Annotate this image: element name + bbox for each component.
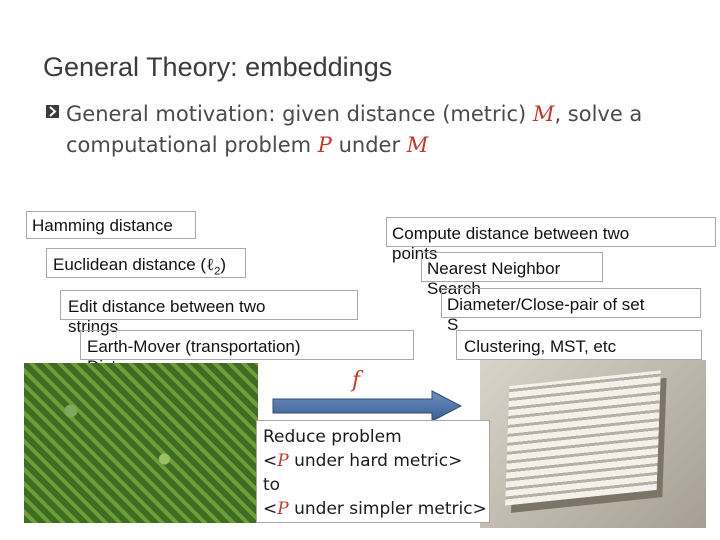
problem-symbol: P [318, 133, 332, 157]
nearest-neighbor-label-1: Nearest Neighbor [427, 259, 602, 279]
compute-distance-label-1: Compute distance between two [392, 224, 715, 244]
metric-symbol-2: M [407, 133, 429, 157]
earth-mover-box: Earth-Mover (transportation) Distance [80, 330, 414, 360]
reduce-line-3: to [263, 473, 489, 497]
arrow-right-icon [272, 390, 462, 422]
euclidean-distance-box: Euclidean distance (ℓ2) [46, 248, 246, 278]
chevron-right-icon [46, 105, 59, 118]
reduce-problem-box: Reduce problem <P under hard metric> to … [256, 420, 490, 523]
nearest-neighbor-box: Nearest Neighbor Search [421, 252, 603, 282]
diameter-label-1: Diameter/Close-pair of set [447, 295, 700, 315]
model-maze-photo [480, 360, 706, 528]
hamming-distance-box: Hamming distance [26, 211, 196, 239]
metric-symbol: M [533, 102, 555, 126]
motivation-bullet: General motivation: given distance (metr… [66, 99, 686, 161]
reduce-line-2: <P under hard metric> [263, 449, 489, 473]
compute-distance-box: Compute distance between two points [386, 217, 716, 247]
slide-title: General Theory: embeddings [43, 52, 392, 83]
reduce-line-4: <P under simpler metric> [263, 497, 489, 521]
edit-distance-box: Edit distance between two strings [60, 290, 358, 320]
hamming-label: Hamming distance [32, 216, 195, 236]
diameter-box: Diameter/Close-pair of set S [441, 288, 701, 318]
hedge-maze-photo [24, 363, 258, 523]
clustering-box: Clustering, MST, etc [456, 330, 702, 360]
euclidean-label: Euclidean distance (ℓ2) [53, 255, 226, 274]
clustering-label: Clustering, MST, etc [464, 337, 701, 357]
maze-model [505, 370, 661, 505]
edit-distance-label-1: Edit distance between two [68, 297, 357, 317]
bullet-text-3: under [332, 133, 407, 157]
earth-mover-label-1: Earth-Mover (transportation) [87, 337, 413, 357]
reduce-line-1: Reduce problem [263, 425, 489, 449]
bullet-text-1: General motivation: given distance (metr… [66, 102, 533, 126]
